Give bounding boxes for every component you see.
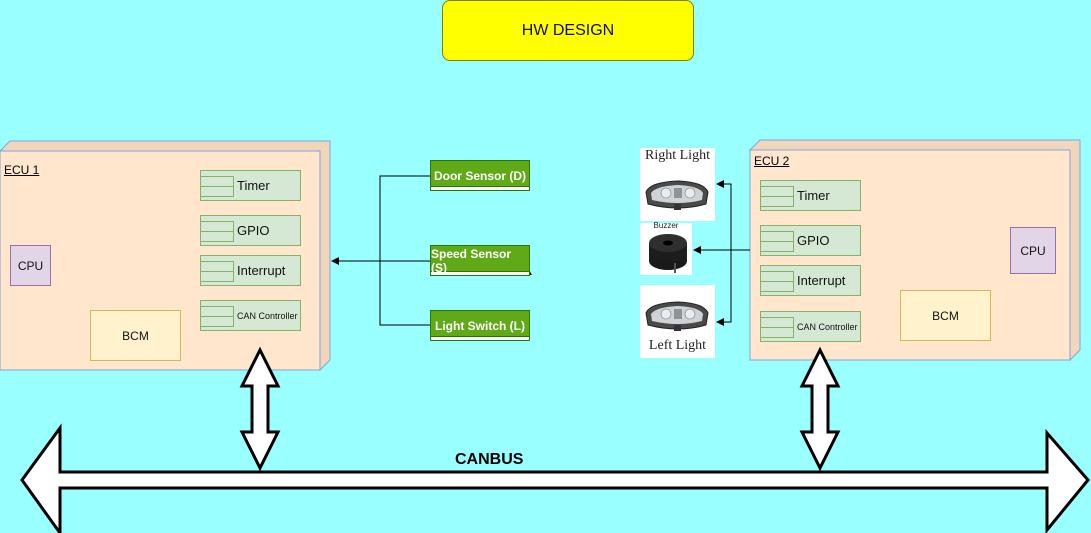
ecu2-timer-component: Timer <box>760 180 861 211</box>
ecu2-can-controller-component: CAN Controller <box>760 311 861 342</box>
canbus-label: CANBUS <box>455 451 524 468</box>
ecu2-label: ECU 2 <box>754 154 790 168</box>
ecu2-can-controller-label: CAN Controller <box>797 321 858 332</box>
left-light-line <box>716 250 732 326</box>
ecu2-interrupt-label: Interrupt <box>797 273 846 288</box>
output-connectors <box>693 180 750 326</box>
headlight-icon <box>645 180 709 210</box>
buzzer-device: Buzzer <box>640 221 692 275</box>
speed-sensor: Speed Sensor (S) <box>430 245 530 276</box>
ecu2-timer-label: Timer <box>797 188 830 203</box>
speed-sensor-label: Speed Sensor (S) <box>431 246 512 275</box>
page-title: HW DESIGN <box>442 0 694 61</box>
ecu2-bcm: BCM <box>900 290 991 341</box>
light-switch-label: Light Switch (L) <box>435 318 525 333</box>
ecu1-bus-link-arrow <box>239 346 281 472</box>
canbus-arrow <box>20 423 1090 533</box>
ecu1-timer-label: Timer <box>237 178 270 193</box>
right-light-line <box>716 180 732 250</box>
door-sensor: Door Sensor (D) <box>430 160 530 191</box>
ecu1-cpu: CPU <box>10 245 51 286</box>
light-switch: Light Switch (L) <box>430 310 530 341</box>
door-sensor-label: Door Sensor (D) <box>433 168 526 183</box>
ecu1-bcm: BCM <box>90 310 181 361</box>
page-title-text: HW DESIGN <box>521 21 615 39</box>
ecu2-bus-link-arrow <box>799 346 841 472</box>
ecu1-interrupt-label: Interrupt <box>237 263 286 278</box>
buzzer-label: Buzzer <box>653 221 679 230</box>
left-light-device: Left Light <box>640 285 715 358</box>
ecu1-can-controller-component: CAN Controller <box>200 300 301 331</box>
right-light-device: Right Light <box>640 148 715 221</box>
left-light-label: Left Light <box>648 338 707 353</box>
buzzer-icon <box>649 234 687 273</box>
ecu1-timer-component: Timer <box>200 170 301 201</box>
ecu2-interrupt-component: Interrupt <box>760 265 861 296</box>
ecu1-gpio-component: GPIO <box>200 215 301 246</box>
light-switch-line <box>379 261 430 326</box>
headlight-icon <box>645 301 709 331</box>
right-light-label: Right Light <box>645 148 710 163</box>
ecu2-gpio-component: GPIO <box>760 225 861 256</box>
ecu1-gpio-label: GPIO <box>237 223 270 238</box>
door-sensor-line <box>379 175 430 261</box>
ecu1-can-controller-label: CAN Controller <box>237 310 298 321</box>
ecu1-interrupt-component: Interrupt <box>200 255 301 286</box>
ecu2-cpu: CPU <box>1010 227 1056 274</box>
ecu2-gpio-label: GPIO <box>797 233 830 248</box>
ecu1-label: ECU 1 <box>4 163 40 177</box>
